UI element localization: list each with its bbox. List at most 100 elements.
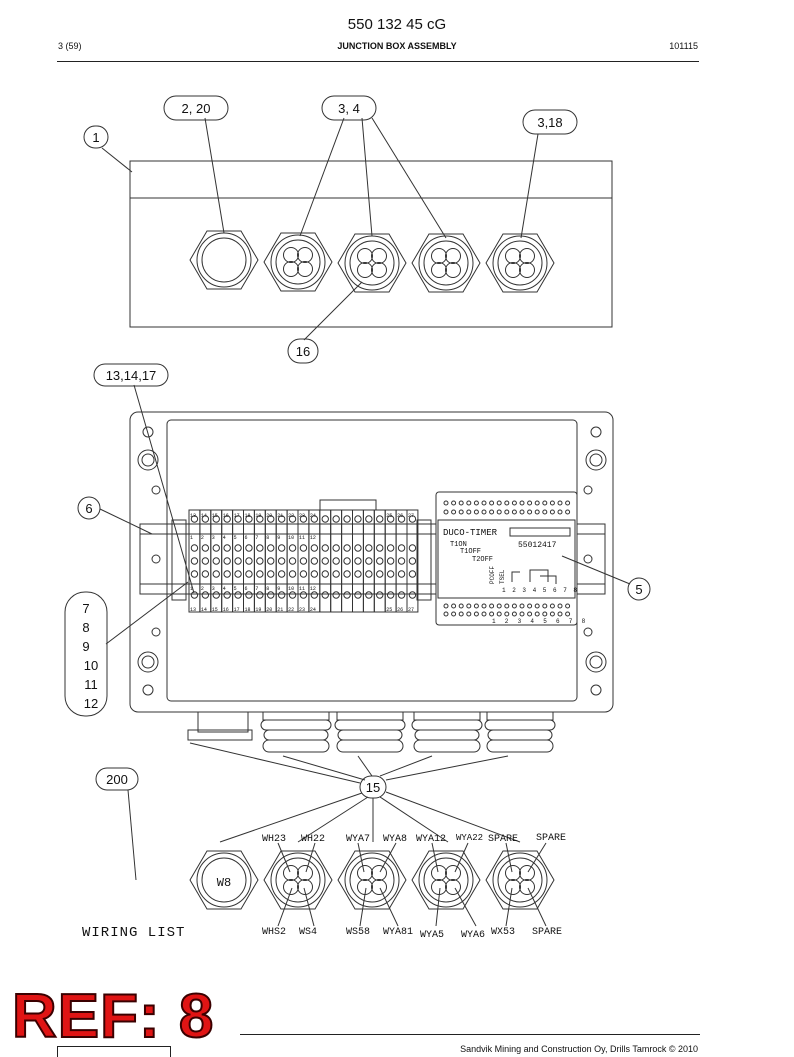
- terminal-label-mid: 8: [266, 535, 269, 541]
- callout-15-text: 15: [366, 780, 380, 795]
- terminal-label-bottom: 21: [277, 607, 283, 613]
- callout-200-text: 200: [106, 772, 128, 787]
- terminal-label-top: 16: [223, 513, 229, 519]
- timer-led: [489, 603, 495, 609]
- callout-11-text: 11: [84, 677, 98, 692]
- terminal-label-low: 3: [212, 586, 215, 592]
- wiring-gland-1: [263, 850, 333, 910]
- terminal-label-top: 14: [201, 513, 207, 519]
- terminal-label-bottom: 17: [234, 607, 240, 613]
- terminal-label-mid: 12: [310, 535, 316, 541]
- terminal-label-low: 4: [223, 586, 226, 592]
- terminal-cell: [352, 509, 364, 613]
- timer-led: [496, 611, 502, 617]
- terminal-label-low: 12: [310, 586, 316, 592]
- wiring-bottom-label-7: WX53: [491, 927, 515, 938]
- wiring-top-label-7: SPARE: [488, 834, 518, 845]
- timer-t1off: T1OFF: [460, 548, 481, 556]
- timer-led: [443, 500, 449, 506]
- wiring-top-label-6: WYA22: [456, 833, 483, 843]
- terminal-label-bottom: 25: [386, 607, 392, 613]
- leader-16: [303, 281, 363, 341]
- wiring-bottom-label-2: WS4: [299, 927, 317, 938]
- timer-led: [451, 500, 457, 506]
- callout-1-text: 1: [92, 130, 99, 145]
- callout-13-14-17-text: 13,14,17: [106, 368, 157, 383]
- ref-stamp: REF: 8: [11, 982, 215, 1051]
- wiring-top-label-4: WYA8: [383, 834, 407, 845]
- timer-led: [496, 500, 502, 506]
- gland-4hole-2: [337, 233, 407, 293]
- callout-2-20-bubble: [163, 95, 229, 121]
- gland-blank: [189, 230, 259, 290]
- terminal-cell: [319, 509, 332, 613]
- logo-strip: [57, 1046, 171, 1057]
- timer-led: [443, 611, 449, 617]
- duco-timer-module: [435, 491, 578, 626]
- front-view: 1313111414221515331616441717551818661919…: [99, 384, 631, 784]
- terminal-cell: [373, 509, 386, 613]
- terminal-label-top: 27: [408, 513, 414, 519]
- callout-3-4-text: 3, 4: [338, 101, 360, 116]
- wiring-top-label-3: WYA7: [346, 834, 370, 845]
- terminal-block: 1313111414221515331616441717551818661919…: [188, 499, 419, 613]
- leader-15-d: [379, 755, 433, 777]
- terminal-label-top: 22: [288, 513, 294, 519]
- leader-15-a: [189, 742, 361, 784]
- gland-4hole-1: [263, 232, 333, 292]
- wiring-w8-label: W8: [217, 876, 231, 890]
- wiring-bottom-label-4: WYA81: [383, 927, 413, 938]
- terminal-label-mid: 9: [277, 535, 280, 541]
- callout-12-text: 12: [84, 696, 98, 711]
- leader-7-12: [105, 581, 189, 645]
- callout-group-front: [64, 363, 651, 799]
- wiring-gland-4: [485, 850, 555, 910]
- timer-led: [527, 611, 533, 617]
- timer-led: [504, 509, 510, 515]
- timer-pins-bottom: 1 2 3 4 5 6 7 8: [492, 618, 588, 625]
- terminal-label-top: 17: [234, 513, 240, 519]
- terminal-label-bottom: 20: [266, 607, 272, 613]
- terminal-label-bottom: 24: [310, 607, 316, 613]
- callout-7-12-bubble: [64, 591, 108, 717]
- timer-led: [489, 509, 495, 515]
- terminal-label-top: 15: [212, 513, 218, 519]
- timer-led: [458, 500, 464, 506]
- terminal-label-low: 6: [245, 586, 248, 592]
- timer-led: [527, 509, 533, 515]
- timer-led: [527, 500, 533, 506]
- timer-led: [519, 603, 525, 609]
- terminal-label-low: 2: [201, 586, 204, 592]
- callout-2-20-text: 2, 20: [182, 101, 211, 116]
- terminal-label-low: 11: [299, 586, 305, 592]
- timer-brand-box: [509, 527, 571, 537]
- terminal-label-top: 24: [310, 513, 316, 519]
- wiring-bottom-label-6: WYA6: [461, 930, 485, 941]
- gland-4hole-4: [485, 233, 555, 293]
- timer-led: [496, 509, 502, 515]
- terminal-label-bottom: 19: [255, 607, 261, 613]
- terminal-label-mid: 5: [234, 535, 237, 541]
- timer-t2off: T2OFF: [472, 556, 493, 564]
- leader-3-4-c: [371, 117, 447, 239]
- terminal-label-bottom: 13: [190, 607, 196, 613]
- timer-led: [481, 500, 487, 506]
- leader-3-18: [520, 133, 539, 239]
- timer-led: [542, 611, 548, 617]
- timer-led: [527, 603, 533, 609]
- timer-led: [557, 603, 563, 609]
- timer-pins-top: 1 2 3 4 5 6 7 8: [502, 587, 579, 594]
- wiring-gland-3: [411, 850, 481, 910]
- terminal-label-top: 23: [299, 513, 305, 519]
- terminal-label-top: 18: [245, 513, 251, 519]
- terminal-label-top: 21: [277, 513, 283, 519]
- timer-led: [534, 509, 540, 515]
